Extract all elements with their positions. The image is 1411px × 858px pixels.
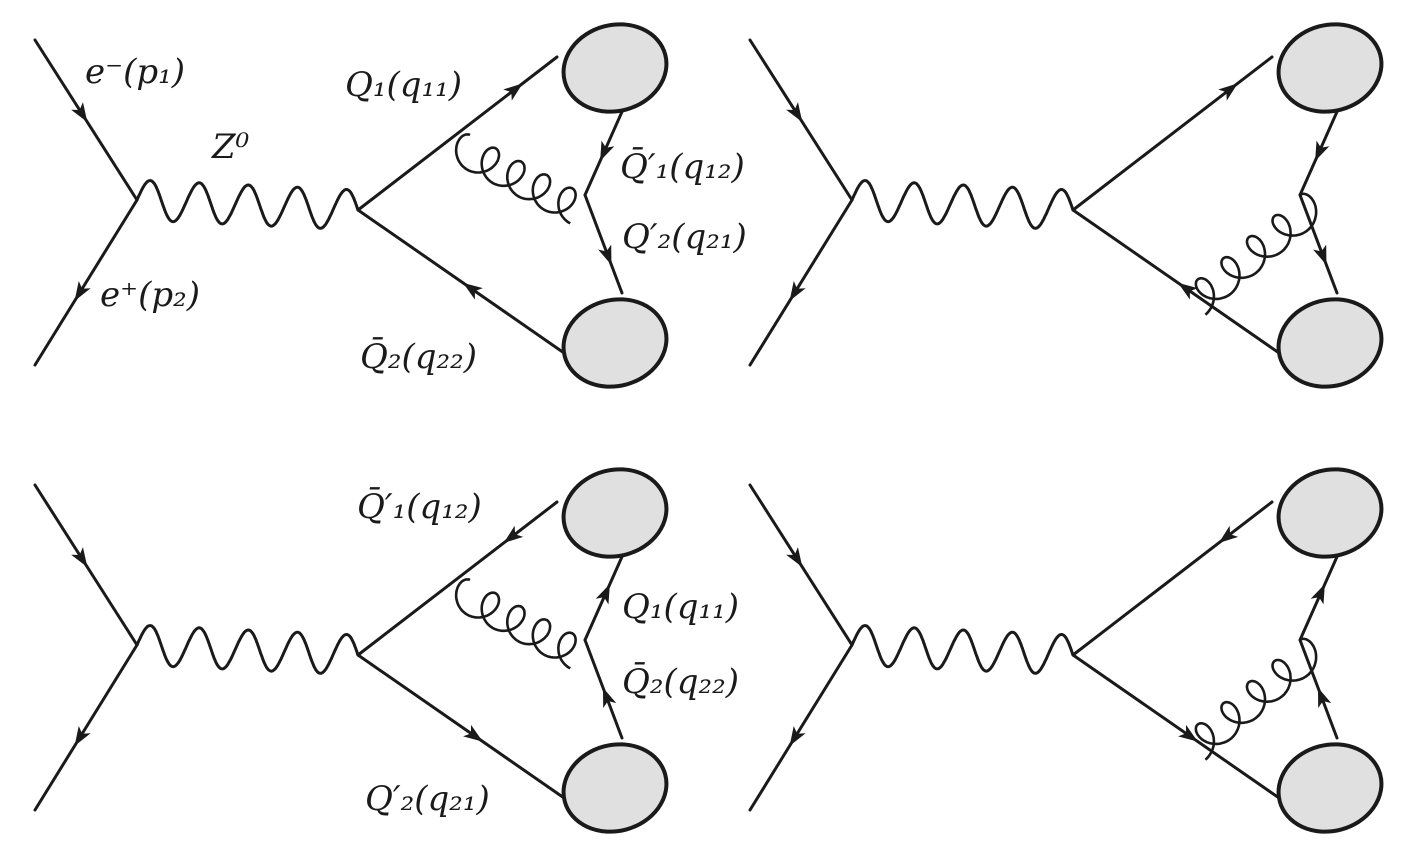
bottom-left-mid-quark-bottom-arrow bbox=[602, 687, 617, 709]
top-left-lower-quark-line bbox=[356, 208, 569, 357]
label-positron: e⁺(p₂) bbox=[100, 275, 200, 315]
bottom-right-lower-quark-line bbox=[1071, 653, 1284, 802]
top-left-gluon bbox=[454, 133, 577, 225]
bottom-left-z-boson-wavy bbox=[135, 624, 360, 675]
bottom-right-lower-hadron-blob bbox=[1276, 742, 1384, 834]
bottom-right-upper-hadron-blob bbox=[1276, 467, 1384, 559]
bottom-left-lower-quark-line bbox=[356, 653, 569, 802]
top-left-positron-line bbox=[33, 198, 139, 367]
top-right-mid-quark-bottom-line bbox=[1298, 193, 1339, 295]
top-right-lower-quark-line bbox=[1071, 208, 1284, 357]
top-right-mid-quark-bottom-arrow bbox=[1313, 244, 1327, 266]
label-b-q2bar: Q̄₂(q₂₂) bbox=[622, 662, 740, 702]
bottom-left-lower-quark-arrow bbox=[463, 724, 483, 742]
top-left-upper-quark-line bbox=[356, 55, 559, 212]
bottom-right-positron-arrow bbox=[789, 725, 806, 746]
bottom-right-gluon bbox=[1194, 637, 1318, 761]
bottom-right-upper-quark-line bbox=[1071, 500, 1274, 657]
top-right-lower-quark-arrow bbox=[1178, 282, 1198, 300]
bottom-left-upper-quark-line bbox=[356, 500, 559, 657]
top-left-lower-hadron-blob bbox=[561, 297, 669, 389]
label-electron: e⁻(p₁) bbox=[85, 52, 185, 92]
bottom-left-positron-arrow bbox=[74, 725, 91, 746]
top-left-positron-arrow bbox=[74, 280, 91, 301]
top-right-electron-arrow bbox=[786, 102, 803, 123]
top-left-mid-quark-bottom-line bbox=[583, 193, 624, 295]
bottom-right-upper-quark-arrow bbox=[1218, 525, 1239, 543]
label-b-q1bar-prime: Q̄′₁(q₁₂) bbox=[357, 487, 482, 527]
top-left-z-boson-wavy bbox=[135, 179, 360, 230]
label-q1: Q₁(q₁₁) bbox=[345, 65, 463, 105]
label-b-q1: Q₁(q₁₁) bbox=[622, 587, 740, 627]
bottom-right-lower-quark-arrow bbox=[1178, 724, 1198, 742]
top-right-lower-hadron-blob bbox=[1276, 297, 1384, 389]
bottom-right-mid-quark-top-arrow bbox=[1310, 584, 1325, 605]
top-left-mid-quark-top-arrow bbox=[600, 140, 615, 161]
bottom-right-electron-arrow bbox=[786, 547, 803, 568]
label-q2bar: Q̄₂(q₂₂) bbox=[360, 337, 478, 377]
bottom-right-positron-line bbox=[748, 643, 854, 812]
top-right-upper-quark-line bbox=[1071, 55, 1274, 212]
top-left-electron-arrow bbox=[71, 102, 88, 123]
top-right-gluon bbox=[1194, 192, 1318, 316]
bottom-left-gluon bbox=[454, 578, 577, 670]
bottom-left-mid-quark-top-arrow bbox=[595, 584, 610, 605]
label-q1bar-prime: Q̄′₁(q₁₂) bbox=[620, 147, 745, 187]
top-right-z-boson-wavy bbox=[850, 179, 1075, 230]
top-right-positron-arrow bbox=[789, 280, 806, 301]
top-left-upper-hadron-blob bbox=[561, 22, 669, 114]
top-left-lower-quark-arrow bbox=[463, 282, 483, 300]
bottom-left-electron-arrow bbox=[71, 547, 88, 568]
top-right-upper-quark-arrow bbox=[1218, 83, 1238, 101]
label-z-boson: Z⁰ bbox=[212, 127, 250, 167]
top-right-mid-quark-top-arrow bbox=[1315, 140, 1330, 161]
top-left-upper-quark-arrow bbox=[503, 83, 523, 101]
bottom-left-upper-hadron-blob bbox=[561, 467, 669, 559]
bottom-right-mid-quark-bottom-arrow bbox=[1317, 687, 1332, 709]
top-right-positron-line bbox=[748, 198, 854, 367]
label-b-q2-prime: Q′₂(q₂₁) bbox=[365, 779, 490, 819]
top-left-mid-quark-bottom-arrow bbox=[598, 244, 612, 266]
label-q2-prime: Q′₂(q₂₁) bbox=[622, 217, 747, 257]
bottom-left-upper-quark-arrow bbox=[503, 525, 524, 543]
bottom-right-z-boson-wavy bbox=[850, 624, 1075, 675]
bottom-left-positron-line bbox=[33, 643, 139, 812]
bottom-left-lower-hadron-blob bbox=[561, 742, 669, 834]
top-right-upper-hadron-blob bbox=[1276, 22, 1384, 114]
